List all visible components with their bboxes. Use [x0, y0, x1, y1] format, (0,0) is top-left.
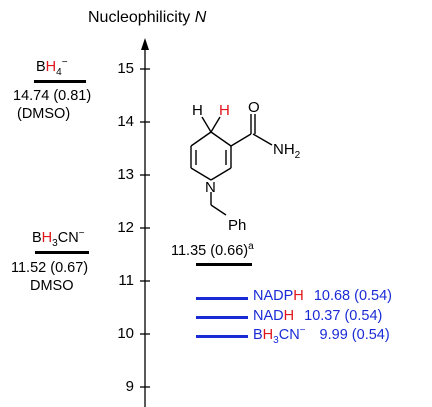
nadph-label: NADPH 10.68 (0.54) [253, 288, 393, 304]
atom-h-left: H [192, 102, 203, 119]
bh4-formula: BH4− [36, 57, 68, 78]
structure-level-bar [196, 263, 252, 266]
bh3cn-value: 11.52 (0.67) [11, 260, 89, 276]
nadh-label: NADH 10.37 (0.54) [253, 308, 383, 324]
bh4-value: 14.74 (0.81) [13, 88, 92, 104]
axis-arrowhead [141, 38, 149, 50]
tick-label-15: 15 [117, 60, 134, 77]
axis-title-symbol: N [194, 9, 207, 26]
tick-label-13: 13 [117, 166, 134, 183]
tick-label-12: 12 [117, 219, 134, 236]
tick-label-11: 11 [118, 272, 134, 289]
axis-title: Nucleophilicity N [88, 10, 206, 26]
nadph-level-bar [196, 297, 248, 300]
bh3cn-blue-label: BH3CN− 9.99 (0.54) [253, 325, 390, 346]
tick-label-10: 10 [117, 325, 134, 342]
atom-oxygen: O [248, 99, 260, 116]
tick-label-9: 9 [125, 378, 134, 395]
bh3cn-solvent: DMSO [30, 278, 74, 294]
bh4-level-bar [34, 80, 86, 83]
bh4-solvent: (DMSO) [17, 106, 71, 122]
axis-title-text: Nucleophilicity [88, 9, 191, 26]
structure-value: 11.35 (0.66)a [171, 241, 254, 259]
bh3cn-level-bar [35, 251, 89, 254]
atom-h-right: H [219, 102, 230, 119]
atom-nh2: NH2 [273, 141, 301, 161]
bh3cn-formula: BH3CN− [32, 228, 85, 249]
bh3cn-blue-level-bar [196, 335, 248, 338]
nadh-level-bar [196, 316, 248, 319]
tick-label-14: 14 [117, 113, 134, 130]
atom-ring-n: N [205, 179, 216, 196]
atom-ph: Ph [228, 217, 246, 234]
